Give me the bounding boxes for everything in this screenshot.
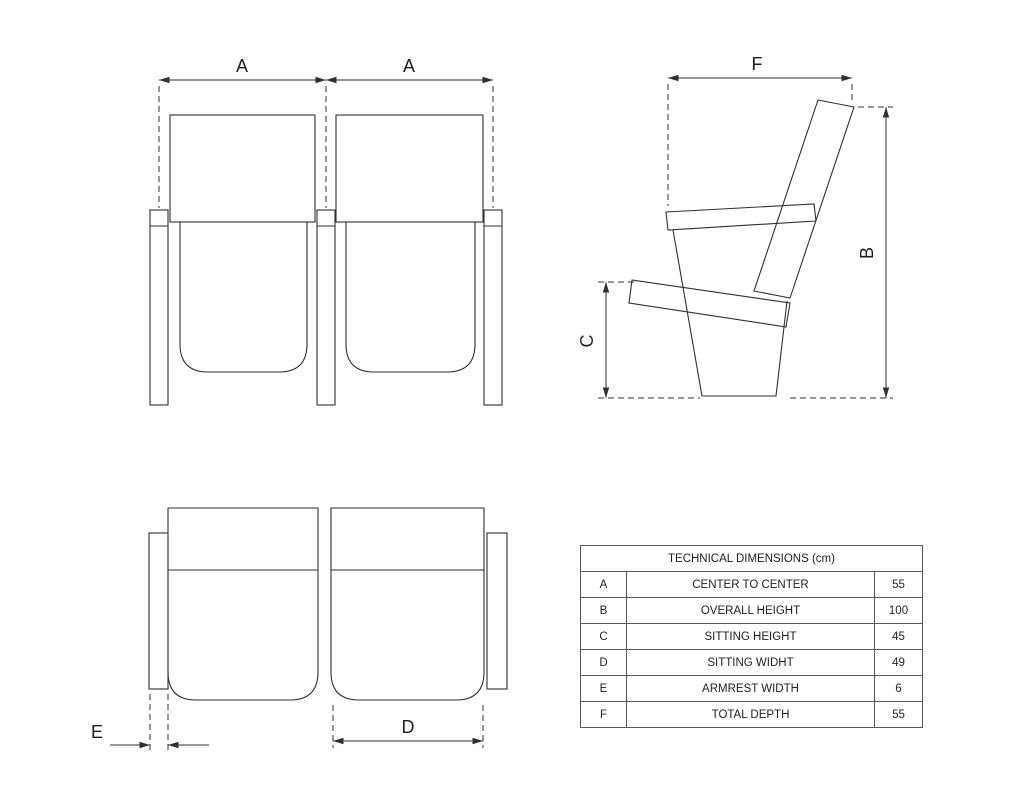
dim-label-e: E bbox=[91, 722, 103, 742]
front-left-seat-cushion bbox=[179, 221, 308, 373]
front-center-armrest bbox=[316, 209, 336, 406]
dim-label-cell: SITTING WIDHT bbox=[626, 649, 875, 676]
dim-a-left: A bbox=[158, 56, 327, 208]
dim-key-cell: F bbox=[580, 701, 627, 728]
dim-f: F bbox=[667, 54, 853, 206]
dim-key-cell: A bbox=[580, 571, 627, 598]
plan-left-armrest bbox=[148, 532, 169, 690]
table-row: A CENTER TO CENTER 55 bbox=[580, 571, 923, 598]
dim-b: B bbox=[790, 106, 893, 399]
dim-label-b: B bbox=[857, 247, 877, 259]
dim-d: D bbox=[332, 705, 484, 748]
dim-label-cell: SITTING HEIGHT bbox=[626, 623, 875, 650]
front-right-armrest bbox=[483, 209, 503, 406]
dim-value-cell: 100 bbox=[874, 597, 923, 624]
dim-label-a-left: A bbox=[236, 56, 248, 76]
dim-value-cell: 49 bbox=[874, 649, 923, 676]
side-view: F B C bbox=[577, 54, 893, 399]
dim-label-cell: OVERALL HEIGHT bbox=[626, 597, 875, 624]
table-row: C SITTING HEIGHT 45 bbox=[580, 623, 923, 650]
front-right-seat-cushion bbox=[345, 221, 476, 373]
dim-label-cell: TOTAL DEPTH bbox=[626, 701, 875, 728]
front-right-backrest bbox=[335, 114, 484, 223]
front-left-armrest bbox=[149, 209, 169, 406]
table-row: F TOTAL DEPTH 55 bbox=[580, 701, 923, 728]
dim-value-cell: 55 bbox=[874, 701, 923, 728]
dim-label-d: D bbox=[402, 717, 415, 737]
table-header-row: TECHNICAL DIMENSIONS (cm) bbox=[580, 545, 923, 572]
dim-label-cell: ARMREST WIDTH bbox=[626, 675, 875, 702]
table-row: E ARMREST WIDTH 6 bbox=[580, 675, 923, 702]
dim-e: E bbox=[91, 694, 209, 752]
dim-a-right: A bbox=[326, 56, 494, 208]
side-seat bbox=[628, 279, 791, 328]
table-row: D SITTING WIDHT 49 bbox=[580, 649, 923, 676]
dim-label-a-right: A bbox=[403, 56, 415, 76]
dim-value-cell: 55 bbox=[874, 571, 923, 598]
side-backrest bbox=[753, 99, 855, 299]
table-row: B OVERALL HEIGHT 100 bbox=[580, 597, 923, 624]
dim-key-cell: D bbox=[580, 649, 627, 676]
dim-c: C bbox=[577, 281, 700, 399]
dim-key-cell: E bbox=[580, 675, 627, 702]
dim-label-cell: CENTER TO CENTER bbox=[626, 571, 875, 598]
technical-dimensions-table: TECHNICAL DIMENSIONS (cm) A CENTER TO CE… bbox=[580, 545, 923, 728]
plan-right-seat bbox=[330, 507, 485, 701]
table-title: TECHNICAL DIMENSIONS (cm) bbox=[580, 545, 923, 572]
dim-value-cell: 6 bbox=[874, 675, 923, 702]
dim-label-f: F bbox=[752, 54, 763, 74]
dim-key-cell: C bbox=[580, 623, 627, 650]
dim-value-cell: 45 bbox=[874, 623, 923, 650]
plan-view: E D bbox=[91, 507, 508, 752]
dim-key-cell: B bbox=[580, 597, 627, 624]
front-view: A A bbox=[149, 56, 503, 406]
side-armrest bbox=[665, 203, 817, 231]
side-base bbox=[672, 229, 788, 397]
front-left-backrest bbox=[169, 114, 316, 223]
dim-label-c: C bbox=[577, 335, 597, 348]
plan-left-seat bbox=[167, 507, 319, 701]
plan-right-armrest bbox=[486, 532, 508, 690]
